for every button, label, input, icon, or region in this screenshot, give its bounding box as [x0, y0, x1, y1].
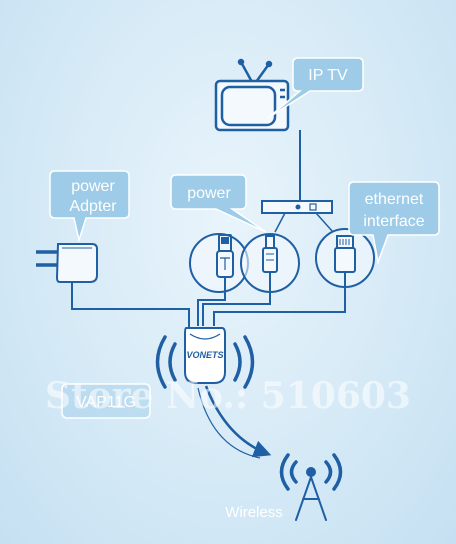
iptv-callout: IP TV: [267, 57, 364, 119]
box-ethernet-cable: [315, 212, 334, 233]
power-adapter-icon: [36, 243, 98, 290]
usb-plug-icon: [216, 234, 234, 296]
device-cables: [71, 290, 346, 328]
box-power-cable: [274, 212, 286, 233]
usb-connector-circle: [189, 233, 249, 296]
tv-icon: [214, 58, 290, 132]
wireless-label: Wireless: [225, 504, 283, 521]
device-signal-icon: [155, 335, 255, 389]
ethernet-connector-circle: [315, 228, 375, 292]
set-top-box: [261, 200, 333, 214]
rj45-plug-icon: [334, 235, 356, 292]
wireless-arrow: [204, 385, 272, 458]
device-name-callout: VAP11G: [61, 383, 151, 419]
power-adapter-label-line1: power: [71, 178, 115, 195]
dc-plug-icon: [262, 235, 278, 296]
ethernet-label-line1: ethernet: [365, 191, 424, 208]
power-adapter-label-line2: Adpter: [69, 198, 117, 215]
iptv-label: IP TV: [308, 67, 348, 84]
store-watermark: Store No.: 510603: [45, 375, 411, 417]
device-name-label: VAP11G: [76, 394, 136, 411]
vap11g-device: VONETS: [184, 327, 226, 384]
power-adapter-callout: power Adpter: [49, 170, 130, 243]
ethernet-label-line2: interface: [363, 213, 424, 230]
power-callout: power: [170, 174, 267, 233]
device-logo: VONETS: [186, 350, 223, 360]
ethernet-callout: ethernet interface: [348, 181, 440, 265]
power-label: power: [187, 185, 231, 202]
antenna-icon: [279, 453, 343, 521]
dc-plug-circle: [240, 233, 300, 296]
wireless-arrow-shadow: [197, 387, 261, 459]
